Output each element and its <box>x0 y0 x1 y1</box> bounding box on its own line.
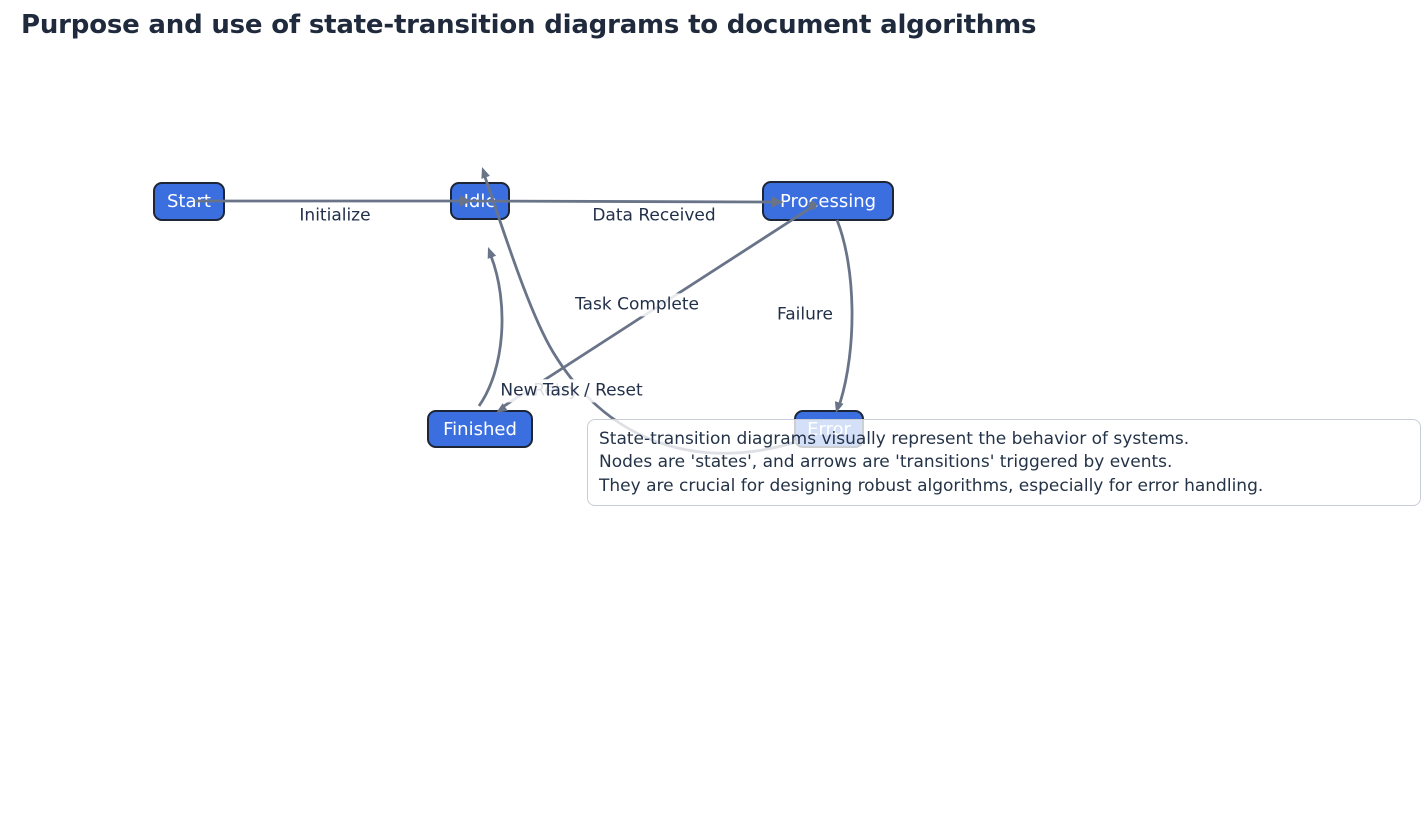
edge-label-new-task: New Task <box>495 379 585 403</box>
edge-data-received <box>467 199 775 204</box>
edge-label-task-complete: Task Complete <box>569 293 705 317</box>
note-line-2: Nodes are 'states', and arrows are 'tran… <box>599 452 1173 473</box>
arrowhead-new-task <box>487 247 497 259</box>
edge-label-initialize: Initialize <box>294 204 376 228</box>
state-node-finished: Finished <box>427 410 533 448</box>
state-node-start: Start <box>153 182 225 221</box>
edge-label-data-received: Data Received <box>587 204 721 228</box>
page-title: Purpose and use of state-transition diag… <box>21 10 1037 40</box>
note-box: State-transition diagrams visually repre… <box>587 419 1421 506</box>
edge-label-failure: Failure <box>772 303 838 327</box>
edge-failure <box>835 219 854 404</box>
note-line-1: State-transition diagrams visually repre… <box>599 429 1190 449</box>
arrowhead-retry-reset <box>481 167 490 179</box>
note-line-3: They are crucial for designing robust al… <box>599 475 1264 496</box>
state-node-idle: Idle <box>450 182 510 220</box>
state-node-processing: Processing <box>762 181 894 221</box>
